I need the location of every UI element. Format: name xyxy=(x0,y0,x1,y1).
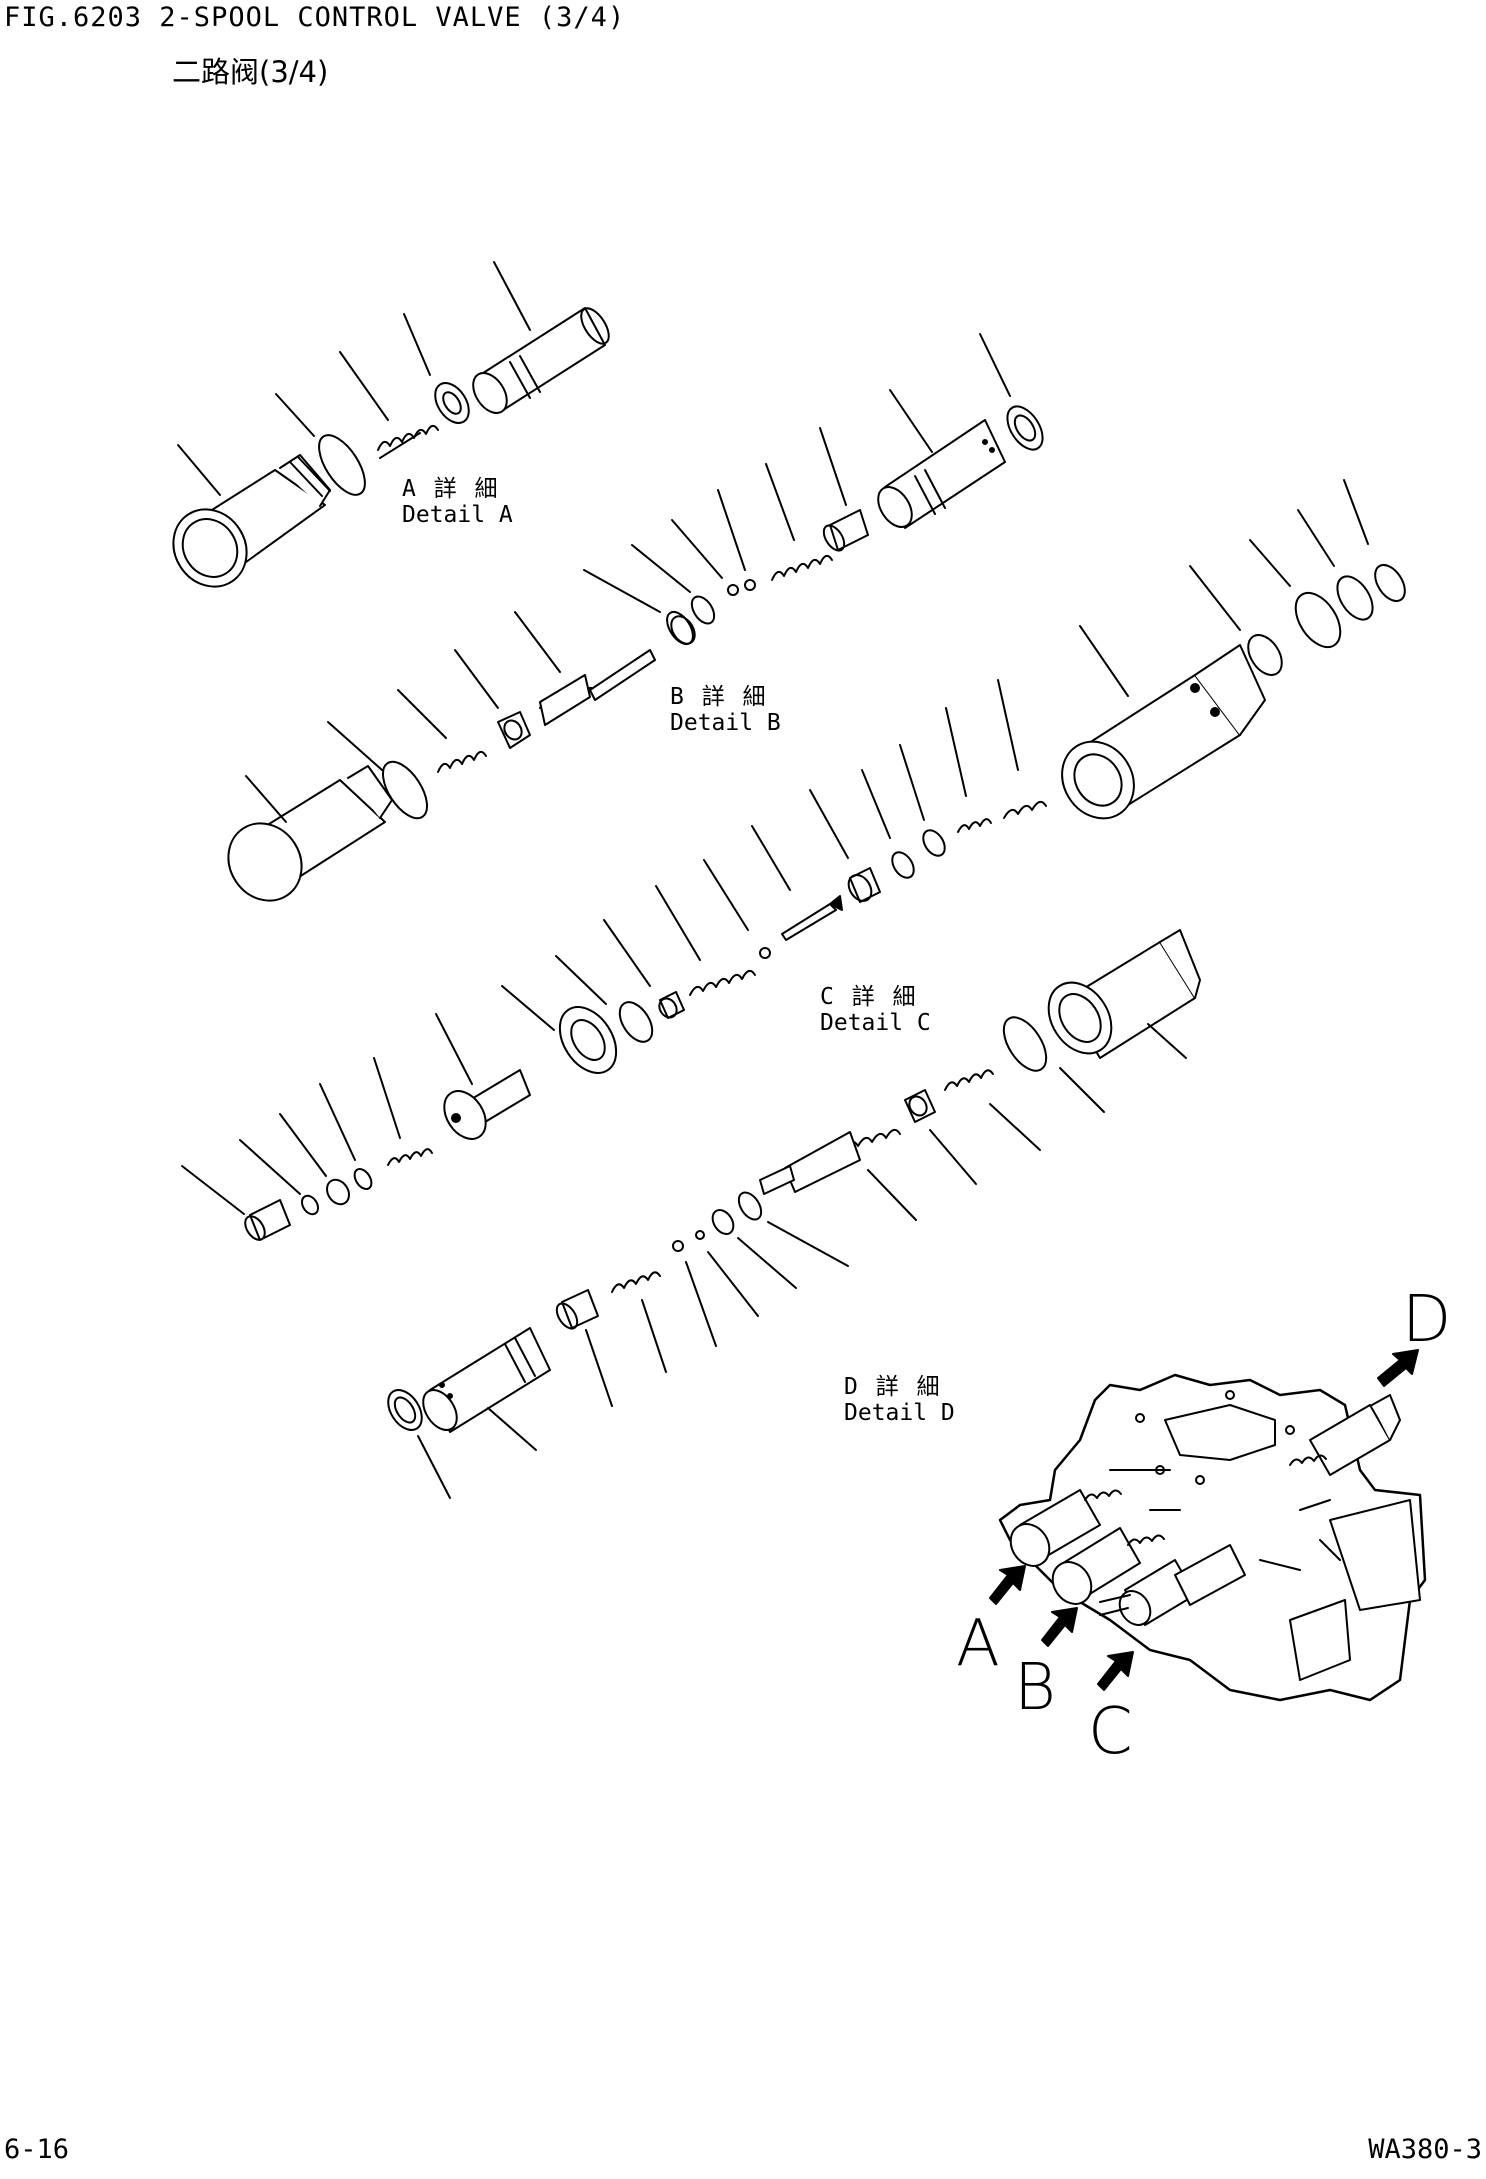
callout-a: A xyxy=(956,1607,1000,1681)
ring-part xyxy=(980,334,1050,456)
stem-c-part xyxy=(436,1014,530,1147)
page-number: 6-16 xyxy=(4,2134,70,2165)
spring-d-part xyxy=(945,1070,1040,1150)
detail-b-cn: B 詳 細 xyxy=(670,684,768,710)
callout-d: D xyxy=(1402,1283,1452,1357)
detail-c-label: C 詳 細 Detail C xyxy=(820,984,931,1037)
plug-part xyxy=(159,445,330,601)
seat-c-part xyxy=(502,986,628,1083)
o-ring-part xyxy=(276,394,374,502)
detail-d-en: Detail D xyxy=(844,1400,955,1427)
o-ring-b2-part xyxy=(328,722,436,826)
detail-c-en: Detail C xyxy=(820,1010,931,1037)
washer-part xyxy=(404,314,476,429)
detail-b-parts xyxy=(214,612,700,915)
piston-c-part xyxy=(604,920,684,1021)
spring-part xyxy=(340,352,438,458)
detail-b-label: B 詳 細 Detail B xyxy=(670,684,781,737)
spring-b-part xyxy=(766,464,832,580)
spool-d-part xyxy=(416,1328,550,1450)
detail-a-en: Detail A xyxy=(402,502,513,529)
arrow-b-icon xyxy=(1042,1608,1077,1646)
nut-part xyxy=(455,650,530,748)
spool-part xyxy=(871,390,1005,533)
pin-c-part xyxy=(182,1166,290,1243)
valve-assembly xyxy=(1000,1375,1425,1700)
o-ring-d-part xyxy=(995,1010,1104,1112)
detail-d-cn: D 詳 細 xyxy=(844,1374,942,1400)
spring-d2-part xyxy=(612,1272,666,1372)
arrow-d-icon xyxy=(1378,1350,1418,1386)
poppet-d-part xyxy=(760,1130,916,1220)
plug-b-part xyxy=(214,766,392,915)
detail-a-label: A 詳 細 Detail A xyxy=(402,476,513,529)
ring-c-part xyxy=(240,1084,375,1217)
detail-c-body-part xyxy=(1048,626,1265,832)
arrow-a-icon xyxy=(990,1566,1025,1604)
callout-c: C xyxy=(1088,1695,1133,1769)
spring-c-part xyxy=(656,860,770,995)
poppet-part xyxy=(515,612,655,725)
spring-c2-part xyxy=(374,1058,432,1165)
model-number: WA380-3 xyxy=(1368,2134,1482,2165)
o-ring-c-part xyxy=(556,956,659,1048)
nut-d-part xyxy=(905,1090,976,1184)
figure-title: FIG.6203 2-SPOOL CONTROL VALVE (3/4) xyxy=(4,2,626,33)
small-d-part xyxy=(673,1231,758,1346)
sleeve-part xyxy=(466,262,614,419)
o-ring-d2-part xyxy=(708,1189,848,1288)
figure-subtitle: 二路阀(3/4) xyxy=(172,55,329,89)
plunger-d-part xyxy=(553,1290,612,1406)
detail-b-en: Detail B xyxy=(670,710,781,737)
callout-b: B xyxy=(1014,1651,1056,1725)
detail-d-parts xyxy=(381,930,1200,1498)
detail-c-small-parts xyxy=(752,680,1046,940)
detail-a-parts xyxy=(159,262,614,601)
plug-d-part xyxy=(1036,930,1200,1065)
detail-c-top-rings xyxy=(1190,480,1411,681)
detail-d-label: D 詳 細 Detail D xyxy=(844,1374,955,1427)
detail-c-parts xyxy=(182,860,770,1243)
detail-c-cn: C 詳 細 xyxy=(820,984,918,1010)
o-ring-b3-part xyxy=(666,612,699,648)
detail-b-upper-parts xyxy=(584,334,1050,649)
o-ring-b-part xyxy=(584,545,719,649)
arrow-c-icon xyxy=(1098,1652,1133,1690)
plunger-part xyxy=(820,428,868,554)
spring-b2-part xyxy=(398,690,486,772)
detail-a-cn: A 詳 細 xyxy=(402,476,500,502)
ring-d-part xyxy=(381,1384,450,1498)
small-ring-part xyxy=(672,490,755,595)
